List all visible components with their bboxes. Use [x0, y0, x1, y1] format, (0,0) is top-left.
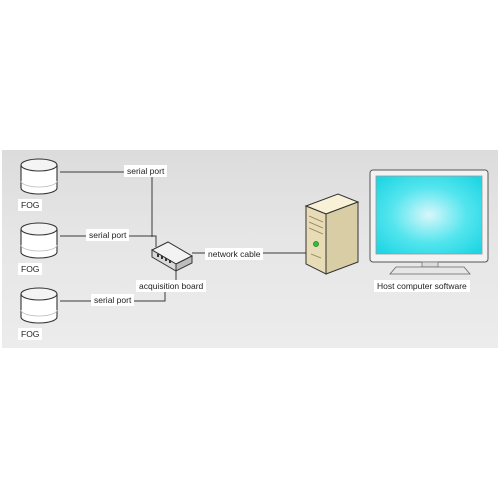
- serial-port-label-1: serial port: [124, 165, 168, 177]
- wire-fog1: [60, 171, 153, 237]
- fog-device-1: [20, 158, 58, 195]
- fog-device-3: [20, 287, 58, 324]
- network-cable-label: network cable: [205, 248, 264, 260]
- fog-label-3: FOG: [18, 328, 43, 340]
- fog-label-1: FOG: [18, 199, 43, 211]
- serial-port-label-2: serial port: [86, 229, 130, 241]
- host-software-label: Host computer software: [374, 280, 470, 292]
- fog-device-2: [20, 222, 58, 259]
- serial-port-label-3: serial port: [91, 294, 135, 306]
- monitor-icon: [369, 169, 489, 275]
- fog-label-2: FOG: [18, 263, 43, 275]
- acquisition-board-device: [150, 241, 194, 272]
- acquisition-board-label: acquisition board: [136, 280, 207, 292]
- server-tower-icon: [304, 193, 360, 275]
